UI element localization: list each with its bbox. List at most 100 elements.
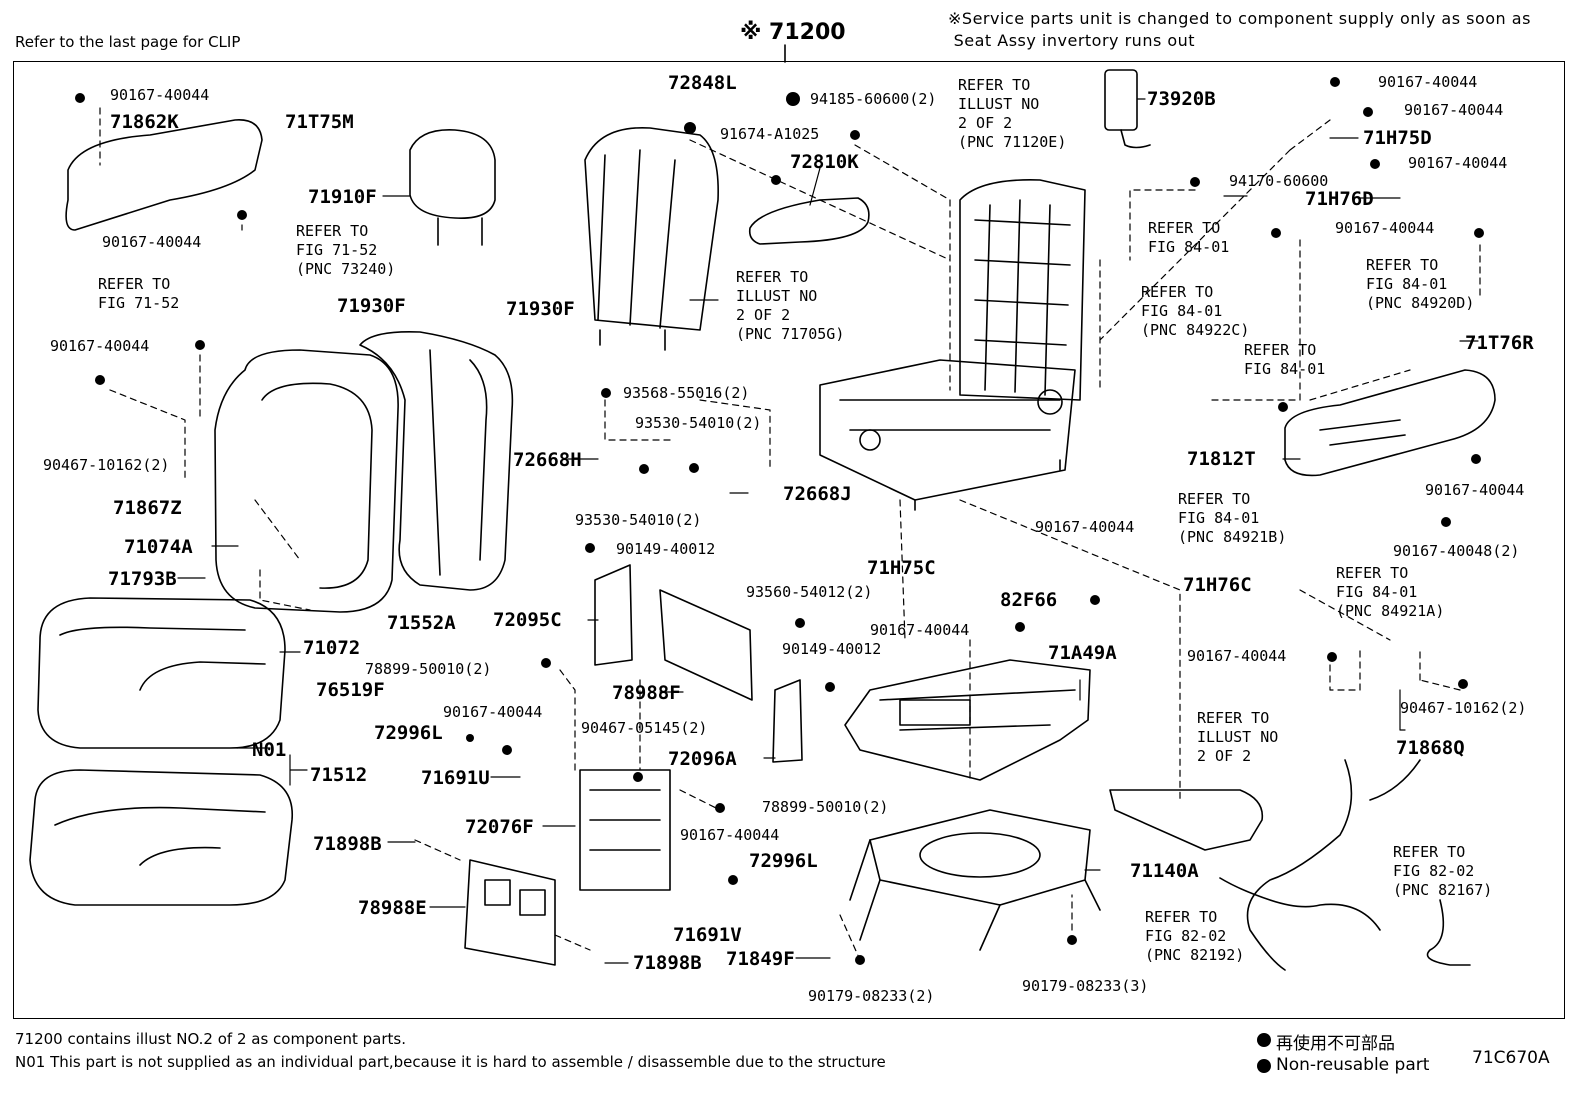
part-label-71072: 71072 bbox=[303, 637, 361, 659]
part-label-93530-54010: 93530-54010(2) bbox=[635, 414, 762, 432]
part-label-72848l: 72848L bbox=[668, 72, 737, 94]
part-label-90149-40012: 90149-40012 bbox=[782, 640, 882, 658]
part-label-71512: 71512 bbox=[310, 764, 368, 786]
clip-reference-note: Refer to the last page for CLIP bbox=[15, 33, 241, 51]
part-label-90467-05145: 90467-05145(2) bbox=[581, 719, 708, 737]
refer-fig-71-52-pnc-73240: REFER TO FIG 71-52 (PNC 73240) bbox=[296, 222, 396, 278]
part-label-n01: N01 bbox=[252, 739, 287, 761]
legend-japanese: 再使用不可部品 bbox=[1276, 1034, 1395, 1054]
refer-illust-2-of-2-pnc-71120e: REFER TO ILLUST NO 2 OF 2 (PNC 71120E) bbox=[958, 76, 1067, 151]
part-label-71868q: 71868Q bbox=[1396, 737, 1465, 759]
part-label-90167-40044: 90167-40044 bbox=[680, 826, 780, 844]
seatback-cover-drawing bbox=[214, 330, 514, 613]
part-label-71h75d: 71H75D bbox=[1363, 127, 1432, 149]
refer-fig-84-01: REFER TO FIG 84-01 bbox=[1244, 341, 1326, 378]
part-label-71867z: 71867Z bbox=[113, 497, 182, 519]
seat-frame-drawing bbox=[819, 179, 1086, 511]
part-label-90179-08233: 90179-08233(3) bbox=[1022, 977, 1149, 995]
part-label-94170-60600: 94170-60600 bbox=[1229, 172, 1329, 190]
part-label-90467-10162: 90467-10162(2) bbox=[43, 456, 170, 474]
part-label-90167-40044: 90167-40044 bbox=[1187, 647, 1287, 665]
part-label-71930f: 71930F bbox=[506, 298, 575, 320]
part-label-72096a: 72096A bbox=[668, 748, 737, 770]
main-assembly-number: ※ 71200 bbox=[740, 20, 846, 45]
part-label-82f66: 82F66 bbox=[1000, 589, 1058, 611]
part-label-90167-40044: 90167-40044 bbox=[443, 703, 543, 721]
service-parts-note-text: ※Service parts unit is changed to compon… bbox=[948, 9, 1531, 50]
part-label-72996l: 72996L bbox=[374, 722, 443, 744]
part-label-73920b: 73920B bbox=[1147, 88, 1216, 110]
part-label-90167-40044: 90167-40044 bbox=[50, 337, 150, 355]
headrest-drawing bbox=[409, 129, 496, 246]
diagram-frame bbox=[13, 61, 1565, 1019]
part-label-71552a: 71552A bbox=[387, 612, 456, 634]
armrest-drawing bbox=[748, 197, 870, 245]
part-label-90149-40012: 90149-40012 bbox=[616, 540, 716, 558]
part-label-72810k: 72810K bbox=[790, 151, 859, 173]
part-label-90467-10162: 90467-10162(2) bbox=[1400, 699, 1527, 717]
part-label-71t75m: 71T75M bbox=[285, 111, 354, 133]
part-label-90167-40044: 90167-40044 bbox=[1035, 518, 1135, 536]
footer-note-n01: N01 This part is not supplied as an indi… bbox=[15, 1053, 886, 1071]
footer-note-component: 71200 contains illust NO.2 of 2 as compo… bbox=[15, 1030, 407, 1048]
part-label-90167-40044: 90167-40044 bbox=[870, 621, 970, 639]
part-label-71a49a: 71A49A bbox=[1048, 642, 1117, 664]
part-label-93530-54010: 93530-54010(2) bbox=[575, 511, 702, 529]
figure-code: 71C670A bbox=[1472, 1048, 1550, 1068]
refer-fig-84-01-pnc-84920d: REFER TO FIG 84-01 (PNC 84920D) bbox=[1366, 256, 1475, 312]
part-label-90167-40044: 90167-40044 bbox=[1408, 154, 1508, 172]
refer-fig-84-01-pnc-84921b: REFER TO FIG 84-01 (PNC 84921B) bbox=[1178, 490, 1287, 546]
part-label-90167-40044: 90167-40044 bbox=[110, 86, 210, 104]
part-label-76519f: 76519F bbox=[316, 679, 385, 701]
part-label-78899-50010: 78899-50010(2) bbox=[762, 798, 889, 816]
part-label-71074a: 71074A bbox=[124, 536, 193, 558]
part-label-72668j: 72668J bbox=[783, 483, 852, 505]
part-label-71h76c: 71H76C bbox=[1183, 574, 1252, 596]
seat-tub-drawing bbox=[844, 659, 1091, 781]
side-trim-drawing bbox=[1284, 369, 1496, 477]
part-label-78899-50010: 78899-50010(2) bbox=[365, 660, 492, 678]
part-label-71691u: 71691U bbox=[421, 767, 490, 789]
refer-fig-82-02-pnc-82192: REFER TO FIG 82-02 (PNC 82192) bbox=[1145, 908, 1245, 964]
part-label-72095c: 72095C bbox=[493, 609, 562, 631]
refer-illust-2-of-2-pnc-71705g: REFER TO ILLUST NO 2 OF 2 (PNC 71705G) bbox=[736, 268, 845, 343]
part-label-90167-40048: 90167-40048(2) bbox=[1393, 542, 1520, 560]
part-label-72076f: 72076F bbox=[465, 816, 534, 838]
refer-fig-71-52: REFER TO FIG 71-52 bbox=[98, 275, 180, 312]
refer-illust-2-of-2: REFER TO ILLUST NO 2 OF 2 bbox=[1197, 709, 1279, 765]
part-label-71862k: 71862K bbox=[110, 111, 179, 133]
part-label-71898b: 71898B bbox=[313, 833, 382, 855]
part-label-93568-55016: 93568-55016(2) bbox=[623, 384, 750, 402]
lower-frame-drawing bbox=[849, 809, 1101, 951]
part-label-71691v: 71691V bbox=[673, 924, 742, 946]
part-label-94185-60600: 94185-60600(2) bbox=[810, 90, 937, 108]
part-label-90179-08233: 90179-08233(2) bbox=[808, 987, 935, 1005]
part-label-71812t: 71812T bbox=[1187, 448, 1256, 470]
part-label-90167-40044: 90167-40044 bbox=[1404, 101, 1504, 119]
part-label-71t76r: 71T76R bbox=[1465, 332, 1534, 354]
part-label-90167-40044: 90167-40044 bbox=[1425, 481, 1525, 499]
part-label-71h75c: 71H75C bbox=[867, 557, 936, 579]
legend-non-reusable: Non-reusable part bbox=[1276, 1055, 1430, 1075]
part-label-91674-a1025: 91674-A1025 bbox=[720, 125, 820, 143]
part-label-72996l: 72996L bbox=[749, 850, 818, 872]
part-label-78988e: 78988E bbox=[358, 897, 427, 919]
service-parts-note: ※Service parts unit is changed to compon… bbox=[948, 8, 1531, 52]
refer-fig-82-02-pnc-82167: REFER TO FIG 82-02 (PNC 82167) bbox=[1393, 843, 1493, 899]
part-label-90167-40044: 90167-40044 bbox=[1335, 219, 1435, 237]
seatback-skin-drawing bbox=[584, 126, 719, 351]
side-shield-drawing bbox=[65, 119, 263, 231]
part-label-90167-40044: 90167-40044 bbox=[1378, 73, 1478, 91]
part-label-71140a: 71140A bbox=[1130, 860, 1199, 882]
part-label-78988f: 78988F bbox=[612, 682, 681, 704]
refer-fig-84-01-pnc-84922c: REFER TO FIG 84-01 (PNC 84922C) bbox=[1141, 283, 1250, 339]
part-label-72668h: 72668H bbox=[513, 449, 582, 471]
part-label-71793b: 71793B bbox=[108, 568, 177, 590]
fastener-markers bbox=[75, 77, 1484, 1073]
refer-fig-84-01: REFER TO FIG 84-01 bbox=[1148, 219, 1230, 256]
part-label-71849f: 71849F bbox=[726, 948, 795, 970]
part-label-71910f: 71910F bbox=[308, 186, 377, 208]
part-label-90167-40044: 90167-40044 bbox=[102, 233, 202, 251]
